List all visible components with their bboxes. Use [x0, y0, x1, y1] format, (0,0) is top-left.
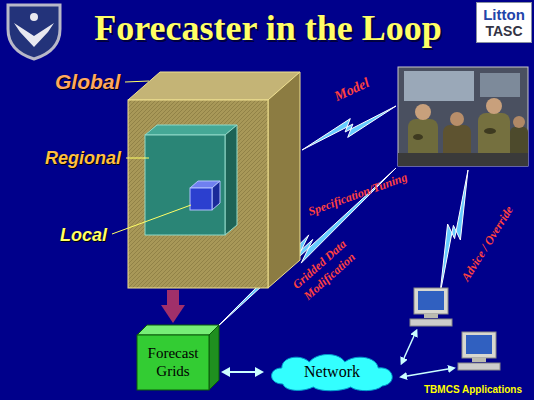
lightning-bolt [302, 106, 396, 150]
shield-wings [14, 23, 54, 47]
flow-label: Specification/Tuning [307, 171, 410, 220]
monitor [414, 288, 448, 314]
monitor-screen [418, 291, 444, 310]
camo-spot [484, 128, 496, 134]
box-front-face [190, 188, 212, 210]
box-top-face [137, 325, 219, 335]
person-head [486, 98, 502, 114]
computer-icon [410, 288, 452, 326]
shield-logo [8, 5, 60, 59]
box-front-face [145, 135, 225, 235]
network-cloud: Network [268, 354, 396, 390]
regional-domain-cube: RegionalLocal [145, 135, 225, 235]
leader-line [126, 158, 149, 159]
computer-icon [458, 332, 500, 370]
wall-screen [480, 73, 520, 97]
person-head [513, 116, 525, 128]
shield-star [30, 13, 38, 21]
box-top-face [145, 125, 237, 135]
data-link [230, 371, 255, 373]
footer-note: TBMCS Applications [424, 384, 522, 396]
monitor-screen [466, 335, 492, 354]
flow-label: Advice / Override [459, 204, 516, 284]
domain-label: Global [55, 70, 120, 94]
company-logo: LittonTASC [476, 2, 532, 43]
slide-title: Forecaster in the Loop [62, 8, 474, 48]
flow-label: Model [332, 75, 372, 105]
box-side-face [268, 72, 300, 288]
shield-outline [8, 5, 60, 59]
wall-screen [404, 71, 474, 101]
node-label: Forecast Grids [143, 345, 203, 380]
monitor-base [424, 314, 438, 318]
network-link [407, 369, 448, 376]
person-head [450, 112, 464, 126]
box-side-face [209, 325, 219, 390]
box-front-face [137, 335, 209, 390]
forecaster-photo [398, 67, 528, 166]
keyboard [410, 319, 452, 326]
photo-frame [398, 67, 528, 166]
logo-word: Litton [483, 6, 525, 23]
box-side-face [225, 125, 237, 235]
node-label: Network [304, 363, 360, 381]
forecast-grids-box: Forecast Grids [137, 335, 209, 390]
leader-line [112, 205, 191, 234]
person-head [415, 104, 431, 120]
block-arrow [167, 290, 179, 305]
domain-label: Local [60, 225, 107, 246]
logo-word: TASC [485, 23, 522, 39]
local-domain-cube: Local [190, 188, 212, 210]
box-faces [190, 188, 212, 210]
network-link [404, 336, 414, 358]
cloud-shape [272, 355, 393, 391]
desk [398, 153, 528, 166]
monitor [462, 332, 496, 358]
global-domain-cube: GlobalRegionalLocal [128, 100, 268, 288]
box-side-face [212, 181, 220, 210]
monitor-base [472, 358, 486, 362]
keyboard [458, 363, 500, 370]
domain-label: Regional [45, 148, 121, 169]
leader-line [125, 81, 149, 82]
camo-spot [413, 134, 423, 140]
box-front-face [128, 100, 268, 288]
